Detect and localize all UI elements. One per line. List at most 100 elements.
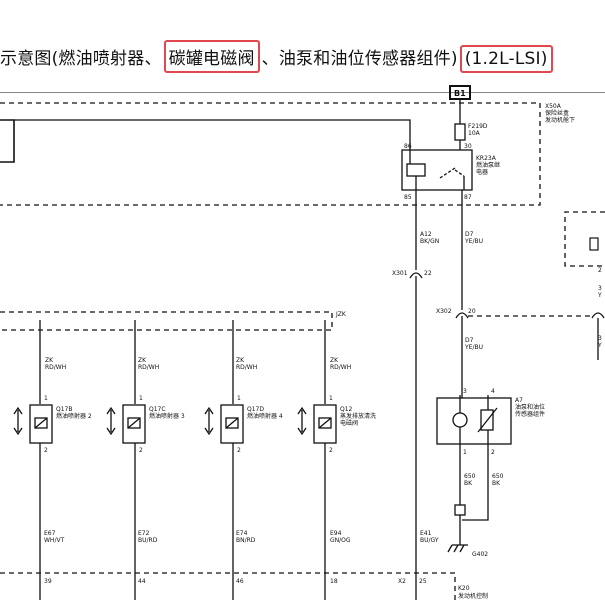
label-kr23a-desc1: 燃油泵继 [476,161,500,169]
label-e74: E74 [236,530,248,537]
pin-1a: 1 [44,395,48,402]
label-g402: G402 [472,551,488,558]
label-pin4: 4 [491,388,495,395]
label-q17b: Q17B [56,406,72,413]
label-e94: E94 [330,530,342,537]
level-sensor-icon [480,409,494,431]
label-d7-top: D7 [465,231,474,238]
title-prefix: 示意图(燃油喷射器 [0,49,145,69]
label-q17b-desc: 燃油喷射器 2 [56,412,92,420]
label-a7-pin2: 2 [491,449,495,456]
right-dashed-box [564,211,605,267]
title-middle: 、油泵和油位传感器组件) [261,49,458,69]
splice-box [454,504,466,516]
label-pin85: 85 [404,194,412,201]
pin-1c: 1 [237,395,241,402]
left-partial-box [0,119,15,163]
label-x302-pin: 20 [468,308,476,315]
wire-650b [462,430,489,521]
label-kr23a-desc2: 电器 [476,168,488,176]
label-right-b: 3 [598,285,602,292]
label-pin18: 18 [330,578,338,585]
label-zk-1: ZK [45,357,54,364]
label-x301-pin: 22 [424,270,432,277]
injector-q17b [29,404,53,444]
label-a7-pin1: 1 [463,449,467,456]
injector-q17c [122,404,146,444]
relay-switch [439,167,465,179]
title-highlight-canister: 碳罐电磁阀 [163,40,260,73]
label-right-d: 3 [598,335,602,342]
label-x50a: X50A [545,103,562,110]
label-zk-4: ZK [330,357,339,364]
label-e94-color: GN/OG [330,537,351,544]
label-k20-desc: 发动机控制 [458,592,488,600]
label-e41-color: BU/GY [420,537,439,544]
label-x2: X2 [398,578,406,585]
label-e72-color: BU/RD [138,537,158,544]
wire-a7-pin4 [487,395,489,410]
label-pin44: 44 [138,578,146,585]
label-pin46: 46 [236,578,244,585]
label-zk-3: ZK [236,357,245,364]
injector-q17d [220,404,244,444]
pin-2a: 2 [44,447,48,454]
title-sep: 、 [144,49,162,69]
label-x302: X302 [436,308,452,315]
label-a12: A12 [420,231,432,238]
label-jzk: JZK [335,311,347,318]
label-q12-desc1: 蒸发排放清洗 [340,412,376,420]
label-650b-color: BK [492,480,501,487]
label-e41: E41 [420,530,432,537]
x302-connector [455,312,469,319]
label-650b: 650 [492,473,504,480]
label-x50a-desc2: 发动机舱下 [545,116,575,124]
label-right-a: 2 [598,267,602,274]
label-zk-2: ZK [138,357,147,364]
relay-kr23a [401,149,473,191]
label-a12-color: BK/GN [420,238,439,245]
label-x50a-desc1: 保险丝盒 [545,109,569,117]
diagram-title: 示意图(燃油喷射器、碳罐电磁阀、油泵和油位传感器组件)(1.2L-LSI) [0,40,555,73]
pin-1b: 1 [139,395,143,402]
label-d7: D7 [465,337,474,344]
ecm-frame [0,572,456,600]
fusebox-frame [0,102,541,206]
valve-q12 [313,404,337,444]
x301-connector [409,272,423,279]
label-pin39: 39 [44,578,52,585]
label-k20: K20 [458,585,470,592]
pin-2c: 2 [237,447,241,454]
label-pin87: 87 [464,194,472,201]
label-e74-color: BN/RD [236,537,256,544]
label-d7-color: YE/BU [464,344,483,351]
title-highlight-engine: (1.2L-LSI) [459,45,553,73]
label-650a: 650 [464,473,476,480]
jzk-frame [0,311,333,331]
label-kr23a: KR23A [476,155,497,162]
label-q17d: Q17D [247,406,264,413]
label-q12: Q12 [340,406,353,413]
label-pin86: 86 [404,143,412,150]
label-a7-desc1: 油泵和油位 [515,403,545,411]
label-d7-top-color: YE/BU [464,238,483,245]
label-650a-color: BK [464,480,473,487]
pin-2d: 2 [329,447,333,454]
label-zk-3-color: RD/WH [236,364,257,371]
label-zk-4-color: RD/WH [330,364,351,371]
label-q17d-desc: 燃油喷射器 4 [247,412,283,420]
label-pin30: 30 [464,143,472,150]
label-e67: E67 [44,530,56,537]
fuse-f219d [454,123,466,141]
label-f219d-amp: 10A [468,130,481,137]
pin-1d: 1 [329,395,333,402]
label-right-e: Y [597,342,602,349]
label-right-c: Y [597,292,602,299]
pump-module-a7 [436,397,512,445]
pump-motor-icon [452,412,468,428]
label-q12-desc2: 电磁阀 [340,419,358,427]
label-pin3: 3 [463,388,467,395]
label-f219d: F219D [468,123,488,130]
label-zk-1-color: RD/WH [45,364,66,371]
